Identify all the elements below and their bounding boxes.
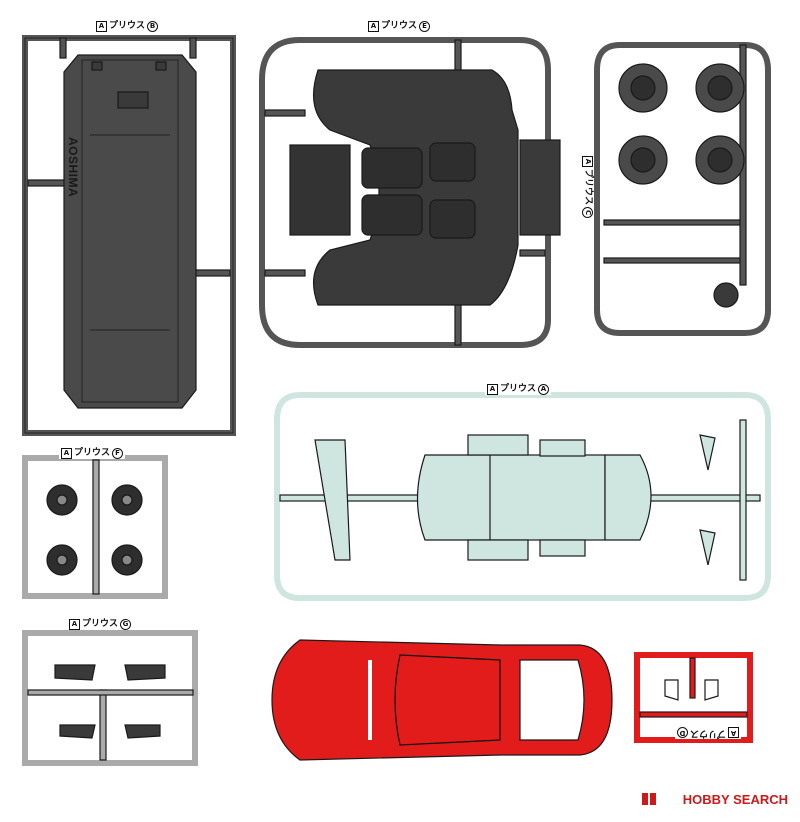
sprue-letter: G: [120, 618, 132, 630]
hobby-search-logo-icon: [642, 793, 656, 805]
sprue-label: プリウス: [690, 728, 727, 738]
sprue-letter: C: [582, 207, 594, 219]
sprue-a: [274, 392, 771, 601]
car-body: [271, 639, 613, 761]
watermark-text: HOBBY SEARCH: [682, 792, 788, 807]
sprue-letter: E: [419, 20, 431, 32]
sprue-e: [259, 37, 561, 348]
sprue-letter: B: [147, 20, 159, 32]
sprue-letter: D: [677, 727, 688, 739]
sprue-letter: F: [112, 447, 124, 459]
sprue-label: プリウス: [381, 21, 418, 31]
sprue-label: プリウス: [583, 169, 593, 206]
sprue-letter: A: [538, 383, 550, 395]
sprue-label: プリウス: [500, 384, 537, 394]
watermark: HOBBY SEARCH: [663, 792, 788, 807]
sprue-f: [22, 455, 168, 599]
sprue-g: [22, 630, 198, 766]
chassis-logo-text: AOSHIMA: [66, 137, 80, 198]
sprue-label: プリウス: [109, 21, 146, 31]
sprue-b: [22, 35, 236, 436]
sprue-label: プリウス: [82, 619, 119, 629]
sprue-d: [634, 652, 753, 743]
sprue-c: [594, 42, 771, 336]
sprue-label: プリウス: [74, 448, 111, 458]
